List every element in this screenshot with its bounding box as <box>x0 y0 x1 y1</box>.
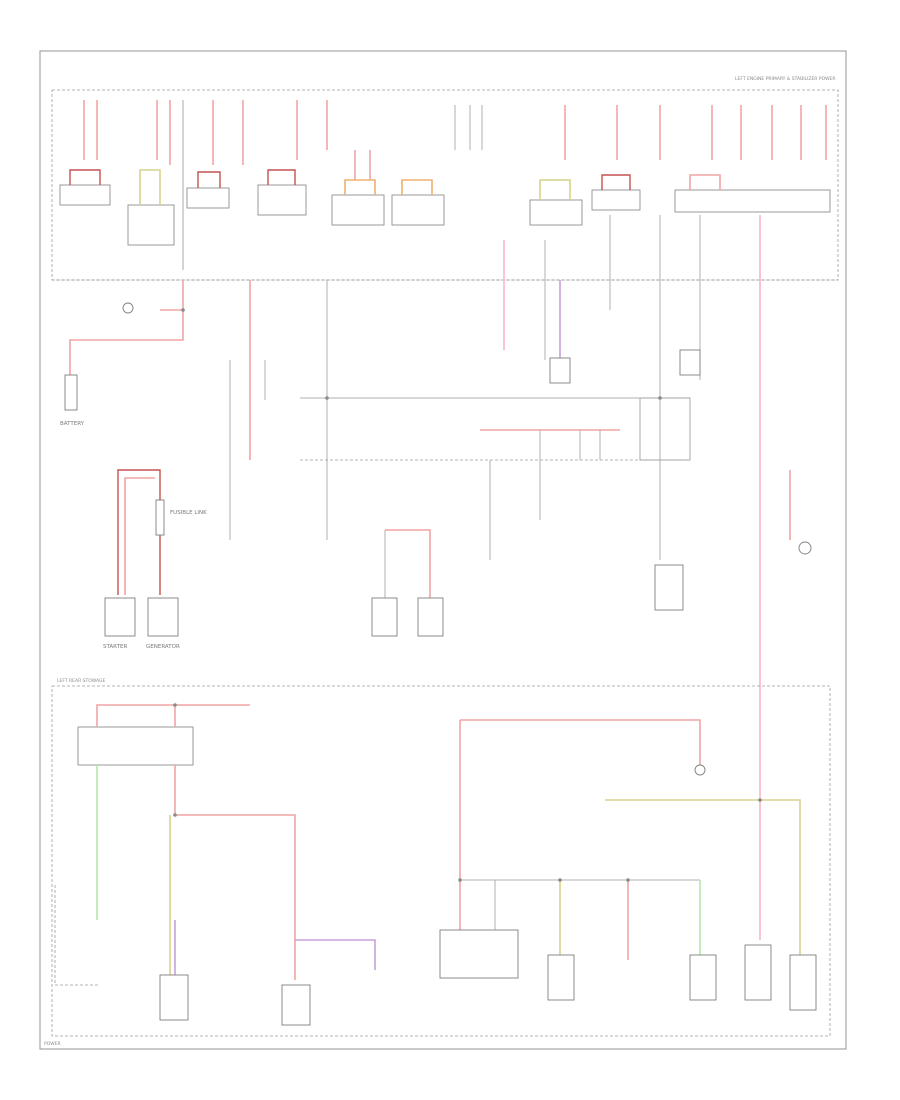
starter-generator <box>104 469 179 637</box>
rear-region <box>51 685 831 1037</box>
mid-vertical-feeds <box>229 215 791 940</box>
rear-left-block <box>54 704 376 1026</box>
left-rear-header: LEFT REAR STOWAGE <box>57 678 105 684</box>
diagram-frame <box>39 50 847 1050</box>
battery-feed <box>64 280 184 411</box>
fuse-drops <box>83 100 827 270</box>
fuse-blocks <box>59 184 831 246</box>
generator-label: GENERATOR <box>146 644 180 650</box>
battery-label: BATTERY <box>60 421 85 427</box>
mid-components <box>371 349 812 637</box>
fuse-block-loops <box>69 169 721 205</box>
top-right-header: LEFT ENGINE PRIMARY & STABILIZER POWER <box>735 76 836 82</box>
fuse-box-region <box>51 89 839 281</box>
bus-lines <box>300 397 691 560</box>
footer-code: POWER <box>44 1041 61 1047</box>
fusible-link-label: FUSIBLE LINK <box>170 510 207 516</box>
junction-dots <box>173 308 762 882</box>
starter-label: STARTER <box>103 644 127 650</box>
rear-right-network <box>439 719 817 1011</box>
